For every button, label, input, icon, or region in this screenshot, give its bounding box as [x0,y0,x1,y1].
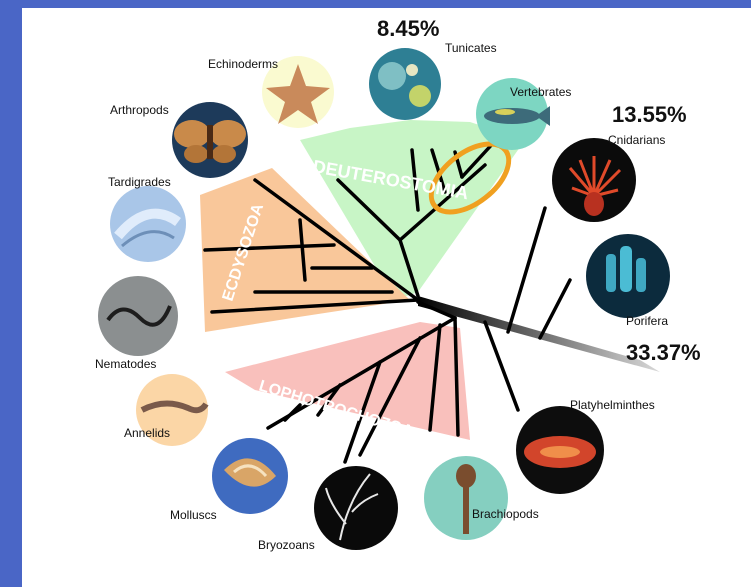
bryozoans-photo-icon [314,466,398,550]
molluscs-photo-icon [212,438,288,514]
annelids-label: Annelids [124,426,170,440]
cnidarians-photo-icon [552,138,636,222]
porifera-photo-icon [586,234,670,318]
cnidarians-label: Cnidarians [608,133,665,147]
brachiopods-photo-icon [424,456,508,540]
arthropods-label: Arthropods [110,103,169,117]
porifera-label: Porifera [626,314,668,328]
nematodes-photo-icon [98,276,178,356]
nematodes-label: Nematodes [95,357,156,371]
tunicates-photo-icon [369,48,441,120]
echinoderms-label: Echinoderms [208,57,278,71]
molluscs-label: Molluscs [170,508,217,522]
platyhelminthes-label: Platyhelminthes [570,398,655,412]
tardigrades-label: Tardigrades [108,175,171,189]
bryozoans-label: Bryozoans [258,538,315,552]
cnidarians-percentage: 13.55% [612,102,687,127]
vertebrates-label: Vertebrates [510,85,571,99]
porifera-percentage: 33.37% [626,340,701,365]
tunicates-percentage: 8.45% [377,16,439,41]
brachiopods-label: Brachiopods [472,507,539,521]
platyhelminthes-photo-icon [516,406,604,494]
arthropods-photo-icon [172,102,248,178]
tardigrades-photo-icon [110,186,186,262]
tunicates-label: Tunicates [445,41,497,55]
